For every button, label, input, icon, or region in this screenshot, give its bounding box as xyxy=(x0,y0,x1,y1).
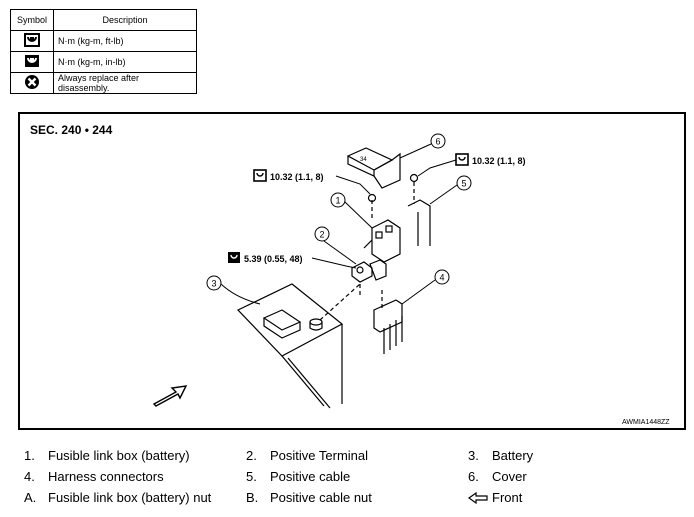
front-arrow-icon xyxy=(152,385,188,407)
legend-label: Fusible link box (battery) xyxy=(48,448,190,463)
symbol-table: Symbol Description N·m (kg-m, ft-lb) N·m… xyxy=(10,9,197,94)
callout-2: 2 xyxy=(314,226,357,265)
legend-key: 5. xyxy=(246,469,257,484)
positive-terminal xyxy=(319,259,387,321)
legend-key: 6. xyxy=(468,469,479,484)
callout-1: 1 xyxy=(330,192,373,229)
callout-6: 6 xyxy=(399,133,446,159)
symbol-table-header: Symbol Description xyxy=(10,9,197,31)
torque-wrench-icon xyxy=(24,33,40,47)
callout-number: 3 xyxy=(211,279,216,289)
harness-connectors xyxy=(373,290,403,354)
legend-label: Harness connectors xyxy=(48,469,164,484)
legend-label: Fusible link box (battery) nut xyxy=(48,490,212,505)
always-replace-icon xyxy=(25,75,39,89)
legend-key: A. xyxy=(24,490,37,505)
positive-cable xyxy=(407,173,431,246)
legend-label: Positive cable xyxy=(270,469,351,484)
callout-number: 4 xyxy=(439,273,444,283)
torque-value: 5.39 (0.55, 48) xyxy=(244,254,303,264)
callout-number: 2 xyxy=(319,230,324,240)
legend-key: 2. xyxy=(246,448,257,463)
cover: 34 xyxy=(346,147,401,189)
symbol-row: Always replace after disassembly. xyxy=(10,72,197,94)
legend-key: 3. xyxy=(468,448,479,463)
description-header: Description xyxy=(53,9,197,31)
figure-code: AWMIA1448ZZ xyxy=(622,419,670,426)
front-arrow-icon xyxy=(468,491,488,505)
cover-marking: 34 xyxy=(360,157,367,163)
exploded-diagram: SEC. 240 • 244 xyxy=(18,112,686,430)
callout-number: 6 xyxy=(435,137,440,147)
callout-4: 4 xyxy=(401,269,450,305)
section-label: SEC. 240 • 244 xyxy=(30,123,113,137)
callout-number: 1 xyxy=(335,196,340,206)
symbol-row: N·m (kg-m, in-lb) xyxy=(10,51,197,73)
callout-number: 5 xyxy=(461,179,466,189)
torque-label-2: 10.32 (1.1, 8) xyxy=(417,153,526,177)
legend-label: Positive cable nut xyxy=(270,490,372,505)
legend-key: 4. xyxy=(24,469,35,484)
torque-value: 10.32 (1.1, 8) xyxy=(270,172,324,182)
legend-label: Cover xyxy=(492,469,527,484)
torque-label-3: 5.39 (0.55, 48) xyxy=(228,252,357,269)
symbol-description: N·m (kg-m, ft-lb) xyxy=(53,30,197,52)
symbol-header: Symbol xyxy=(10,9,54,31)
callout-5: 5 xyxy=(429,175,472,205)
torque-label-1: 10.32 (1.1, 8) xyxy=(253,169,371,195)
legend-key: B. xyxy=(246,490,259,505)
symbol-description: Always replace after disassembly. xyxy=(53,72,197,94)
legend-label: Positive Terminal xyxy=(270,448,369,463)
torque-wrench-dark-icon xyxy=(25,55,39,67)
torque-value: 10.32 (1.1, 8) xyxy=(472,156,526,166)
legend-key: 1. xyxy=(24,448,35,463)
symbol-row: N·m (kg-m, ft-lb) xyxy=(10,30,197,52)
symbol-description: N·m (kg-m, in-lb) xyxy=(53,51,197,73)
callout-3: 3 xyxy=(206,275,261,305)
battery xyxy=(236,283,344,409)
legend-label: Battery xyxy=(492,448,534,463)
legend-label: Front xyxy=(492,490,523,505)
fusible-link-box xyxy=(363,193,401,263)
